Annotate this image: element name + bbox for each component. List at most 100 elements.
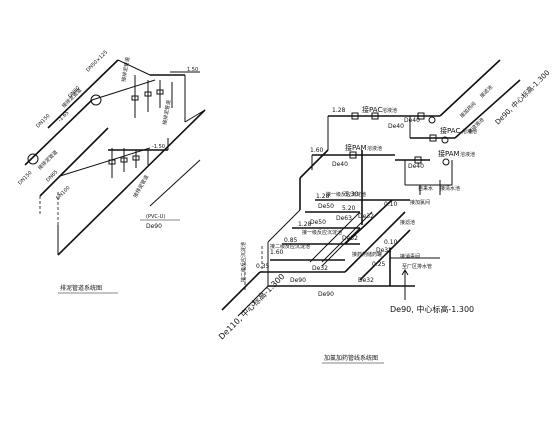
lower-valve-group bbox=[108, 148, 149, 178]
pipe-size-label: DN150 bbox=[17, 170, 33, 186]
upper-branch-pipe bbox=[47, 59, 119, 129]
note-label: 接加药间 bbox=[458, 100, 477, 119]
pipe-material-label: (PVC-U) bbox=[146, 214, 165, 220]
upper-link-pipe bbox=[91, 79, 156, 101]
pipe-size-label: De110, 中心标高-1.300 bbox=[216, 271, 286, 341]
pipe-size-label: De32 bbox=[358, 213, 374, 220]
valve-icon bbox=[417, 112, 425, 120]
elevation-label: 0.10 bbox=[384, 239, 398, 246]
pipe-size-label: De50 bbox=[318, 203, 334, 210]
gate-valve-icon bbox=[120, 157, 128, 163]
elevation-label: 0.85 bbox=[284, 237, 298, 244]
pipe-size-label: De32 bbox=[358, 277, 374, 284]
elevation-label: 1.60 bbox=[310, 147, 324, 154]
pam-label: 接PAM bbox=[438, 149, 460, 158]
main-drain-pipe bbox=[57, 109, 206, 256]
gate-valve-icon bbox=[131, 95, 139, 101]
pipe-size-label: De50 bbox=[310, 219, 326, 226]
note-label: 自来水 bbox=[418, 185, 433, 192]
note-label: 接二级反应沉淀池 bbox=[270, 243, 310, 250]
pipe-size-label: De32 bbox=[342, 235, 358, 242]
pipe-size-label: De90 bbox=[146, 223, 162, 230]
arrow-up-icon bbox=[401, 269, 409, 276]
pipe-size-label: De32 bbox=[376, 247, 392, 254]
elevation-label: -1.50 bbox=[152, 144, 165, 150]
elevation-label: 1.28 bbox=[316, 193, 330, 200]
right-pipe-system: 接PAC 溶液池 接PAC 溶液池 接PAM 溶液池 接PAM 溶液池 De40… bbox=[216, 59, 551, 364]
main-diag-pipe bbox=[299, 149, 329, 179]
pipe-size-label: De32 bbox=[312, 265, 328, 272]
note-label: 接加氯间 bbox=[410, 199, 430, 206]
valve-icon bbox=[414, 156, 422, 164]
elevation-label: 0.25 bbox=[372, 261, 386, 268]
pipe-size-label: De90 bbox=[290, 277, 306, 284]
valve-icon bbox=[371, 112, 379, 120]
upper-link-pipe-2 bbox=[117, 59, 151, 76]
pac-diag-2 bbox=[454, 79, 521, 139]
elevation-label: -1.65 bbox=[57, 110, 70, 123]
note-label: 溶液池 bbox=[367, 145, 382, 152]
valve-icon bbox=[351, 112, 359, 120]
pac-label: 接PAC bbox=[362, 105, 382, 114]
pump-icon bbox=[441, 136, 449, 144]
pipe-size-label: De40 bbox=[404, 117, 420, 124]
upper-header-pipe bbox=[24, 99, 93, 166]
left-diagram-title: 排泥管道系统图 bbox=[60, 284, 102, 292]
note-label: 接一级反应沉淀池 bbox=[326, 191, 366, 198]
pam-label: 接PAM bbox=[345, 143, 367, 152]
dosing-valve-group bbox=[349, 112, 450, 166]
pipe-size-label: DN65 bbox=[45, 169, 59, 183]
note-label: 接清水池 bbox=[440, 185, 460, 192]
pipe-size-label: DN50×125 bbox=[85, 50, 109, 74]
elevation-label: 1.28 bbox=[332, 107, 346, 114]
elevation-label: 5.20 bbox=[342, 205, 356, 212]
pump-icon bbox=[428, 116, 436, 124]
note-label: 溶液池 bbox=[460, 151, 475, 158]
note-label: 接排泥管道 bbox=[120, 56, 131, 82]
pac-label: 接PAC bbox=[440, 126, 460, 135]
de110-pipe bbox=[221, 271, 261, 311]
pipe-size-label: De63 bbox=[336, 215, 352, 222]
right-diagram-title: 加氯加药管线系统图 bbox=[324, 354, 378, 362]
note-label: 接滤池 bbox=[400, 219, 415, 226]
to-plant-note: 至厂区排水管 bbox=[402, 263, 432, 270]
note-label: 接排泥管道 bbox=[132, 174, 151, 199]
lower-link-pipe bbox=[59, 147, 151, 177]
note-label: 接排泥管道 bbox=[36, 149, 59, 172]
note-label: 溶液池 bbox=[462, 128, 477, 135]
gate-valve-icon bbox=[156, 89, 164, 95]
gate-valve-icon bbox=[144, 91, 152, 97]
valve-icon bbox=[349, 151, 357, 159]
pump-icon bbox=[90, 94, 102, 106]
elevation-label: 1.60 bbox=[270, 249, 284, 256]
note-label: 接药剂储药罐 bbox=[352, 251, 382, 258]
pac-diag-1 bbox=[439, 59, 501, 117]
pvc-branch-pipe bbox=[149, 159, 201, 207]
elevation-label: 0.10 bbox=[384, 201, 398, 208]
note-label: 接排泥管道 bbox=[161, 99, 172, 125]
pipe-size-label: De90, 中心标高-1.300 bbox=[390, 304, 474, 314]
pipe-size-label: De40 bbox=[388, 123, 404, 130]
gate-valve-icon bbox=[108, 159, 116, 165]
upper-drop-join bbox=[184, 109, 206, 123]
pipe-size-label: De90 bbox=[318, 291, 334, 298]
pump-icon bbox=[27, 153, 39, 165]
left-pipe-system: DN150 -1.65 DN50×125 接排泥管道 DN80 接排泥管道 接排… bbox=[17, 50, 206, 294]
note-label: 接滤池 bbox=[478, 84, 494, 100]
note-label: 溶液池 bbox=[382, 107, 397, 114]
elevation-label: 0.35 bbox=[256, 263, 270, 270]
elevation-label: 1.50 bbox=[187, 67, 198, 73]
elevation-label: 1.28 bbox=[298, 221, 312, 228]
gate-valve-icon bbox=[132, 155, 140, 161]
note-label: 接二级反应沉淀池 bbox=[240, 242, 247, 282]
pump-icon bbox=[442, 158, 450, 166]
valve-icon bbox=[429, 134, 437, 142]
lower-header-pipe bbox=[39, 127, 109, 197]
upper-valve-group bbox=[131, 75, 173, 118]
note-label: 接一级反应沉淀池 bbox=[302, 229, 342, 236]
elevation-label: 5.30 bbox=[345, 191, 359, 198]
note-label: 接消毒间 bbox=[400, 253, 420, 260]
pipe-size-label: De40 bbox=[332, 161, 348, 168]
